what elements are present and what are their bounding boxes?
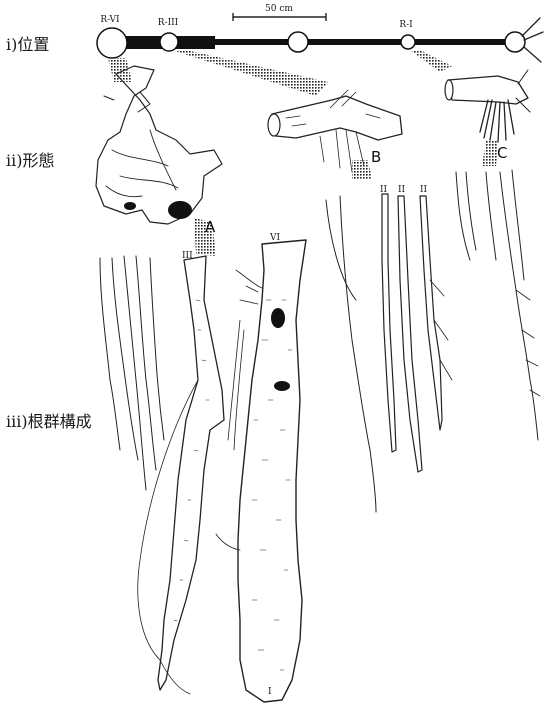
- callout-a: A: [205, 218, 216, 236]
- end-branches: [522, 18, 543, 62]
- leader-c: [482, 140, 498, 166]
- callout-b: B: [371, 148, 381, 166]
- roots-group-b: II II II: [326, 185, 452, 512]
- leader-b: [352, 160, 372, 180]
- root-vi: VI I: [216, 233, 306, 702]
- node-r6: [97, 28, 127, 58]
- crown-c-illustration: [445, 70, 530, 142]
- roots-group-c: [456, 170, 540, 440]
- node-label-r3: R-III: [158, 18, 179, 28]
- position-strip: R-VI R-III R-I: [97, 15, 543, 62]
- leader-r3: [172, 50, 328, 96]
- node-r1: [401, 35, 415, 49]
- root-iii: III: [138, 251, 224, 694]
- root-label-i: I: [268, 687, 272, 697]
- root-label-iii: III: [182, 251, 193, 261]
- root-label-ii-2: II: [398, 185, 406, 195]
- scale-bar-label: 50 cm: [265, 4, 293, 14]
- leader-bands: [108, 50, 498, 256]
- callout-c: C: [497, 144, 507, 162]
- node-r3: [160, 33, 178, 51]
- section-label-composition: iii)根群構成: [6, 412, 92, 431]
- node-end: [505, 32, 525, 52]
- root-label-ii-1: II: [380, 185, 388, 195]
- node-label-r1: R-I: [399, 20, 413, 30]
- crown-b-illustration: [268, 90, 402, 172]
- scale-bar: 50 cm: [233, 4, 326, 21]
- root-label-vi: VI: [269, 233, 280, 243]
- node-r-middle: [288, 32, 308, 52]
- leader-r1: [410, 50, 452, 72]
- crown-a-illustration: [96, 66, 222, 224]
- roots-group-a: [100, 256, 164, 490]
- root-label-ii-3: II: [420, 185, 428, 195]
- section-label-morphology: ii)形態: [6, 151, 54, 170]
- section-label-position: i)位置: [6, 35, 49, 54]
- node-label-r6: R-VI: [100, 15, 120, 25]
